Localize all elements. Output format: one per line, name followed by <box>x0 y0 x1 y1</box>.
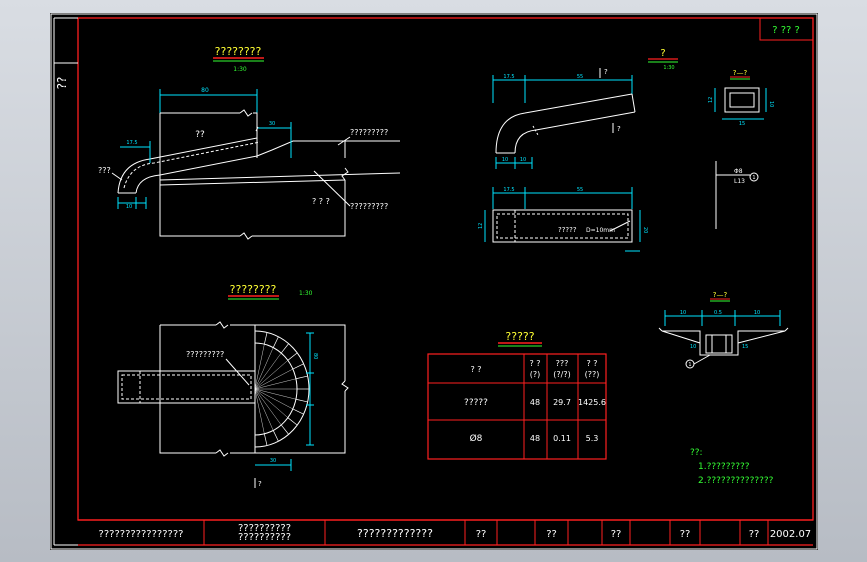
title-cell-1: ?????????? <box>238 523 291 534</box>
rebar-a: Φ8 <box>734 168 743 175</box>
circle-1b: 1 <box>688 362 691 368</box>
section-center-label: ?? <box>195 130 205 140</box>
bb-dim-05: 0.5 <box>714 310 722 316</box>
title-cell-11: ?? <box>749 529 760 540</box>
table-header-2: ??? <box>556 359 569 368</box>
aa-dim-10: 10 <box>768 101 774 107</box>
table-header-1: (?) <box>530 370 541 379</box>
plan-mark: ? <box>258 480 262 488</box>
title-cell-3: ?? <box>476 529 487 540</box>
title-cell-0: ???????????????? <box>99 529 184 540</box>
table-header-1: ? ? <box>529 359 540 368</box>
rebar-b: L13 <box>734 178 745 185</box>
circle-1: 1 <box>752 175 755 181</box>
table-cell: 29.7 <box>553 398 571 407</box>
dim-section-10: 10 <box>126 204 132 210</box>
plan-note: ????????? <box>186 350 224 359</box>
title-block: ????????????????????????????????????????… <box>78 519 813 546</box>
section-bb: ?—? 10 0.5 10 10 15 1 <box>658 291 789 369</box>
elev-title: ? <box>660 48 665 59</box>
dim-strip-55: 55 <box>577 187 583 193</box>
ground-label: ????????? <box>350 202 388 211</box>
dim-elev-175: 17.5 <box>503 74 514 80</box>
aa-dim-12: 12 <box>708 97 714 103</box>
aa-dim-15: 15 <box>739 121 745 127</box>
left-label: ??? <box>98 166 111 175</box>
bb-dim-side-b: 15 <box>742 344 748 350</box>
plan-dim-side: 80 <box>312 353 318 359</box>
plan-title: ???????? <box>230 283 277 296</box>
bb-dim-side-a: 10 <box>690 344 696 350</box>
dim-strip-175: 17.5 <box>503 187 514 193</box>
aa-title: ?—? <box>733 69 748 77</box>
table-cell: 5.3 <box>586 434 599 443</box>
dim-elev-10b: 10 <box>520 157 526 163</box>
cad-drawing: ?? ? ?? ? ??????????????????????????????… <box>50 13 818 550</box>
section-title: ???????? <box>215 45 262 58</box>
table-header-2: (?/?) <box>553 370 570 379</box>
table-header-0: ? ? <box>470 365 481 374</box>
title-cell-1: ?????????? <box>238 532 291 543</box>
table-cell: 48 <box>530 398 540 407</box>
plan-view: ???????? 1:30 ????????? 80 30 ? <box>117 283 349 488</box>
outer-frame <box>50 13 818 550</box>
dim-section-top: 80 <box>201 87 209 94</box>
note-1: 1.????????? <box>698 462 750 472</box>
dim-strip-20: 20 <box>642 227 648 233</box>
notes-heading: ??: <box>690 448 703 458</box>
section-view: ???????? 1:30 80 ?? 10 <box>98 45 401 240</box>
table-cell: 48 <box>530 434 540 443</box>
pipe-note: ????? <box>558 226 577 234</box>
title-cell-5: ?? <box>546 529 557 540</box>
section-mark-2: ? <box>617 125 621 133</box>
dim-section-30: 30 <box>269 121 275 127</box>
table-cell: 0.11 <box>553 434 571 443</box>
elev-scale: 1:30 <box>663 65 674 71</box>
plan-dim-30: 30 <box>270 458 276 464</box>
corner-label: ? ?? ? <box>772 25 800 36</box>
title-cell-2: ????????????? <box>357 527 433 540</box>
dim-strip-12: 12 <box>478 223 484 229</box>
elevation-view: ? 1:30 17.5 55 10 10 ? ? 17.5 55 ? <box>478 48 678 252</box>
section-aa: ?—? 12 15 10 <box>708 69 774 127</box>
section-scale: 1:30 <box>233 66 247 73</box>
title-cell-12: 2002.07 <box>770 529 811 540</box>
table-header-3: ? ? <box>586 359 597 368</box>
table-title: ????? <box>505 330 534 343</box>
note-2: 2.?????????????? <box>698 476 774 486</box>
material-table: ????? ? ? ? ? (?)??? (?/?) ? ? (??)????? 48 29.… <box>427 330 607 460</box>
table-cell: Ø8 <box>470 433 483 444</box>
table-cell: ????? <box>464 398 488 408</box>
corner-box <box>759 17 814 41</box>
section-mark-1: ? <box>604 68 608 76</box>
slope-pipe-label: ????????? <box>350 128 388 137</box>
notes: ??: 1.????????? 2.?????????????? <box>690 448 774 486</box>
pipe-dim: D=10mm <box>586 227 615 234</box>
table-cell: 1425.6 <box>578 398 606 407</box>
plan-scale: 1:30 <box>299 290 313 297</box>
dim-section-175: 17.5 <box>126 140 137 146</box>
title-cell-9: ?? <box>680 529 691 540</box>
dim-elev-55: 55 <box>577 74 583 80</box>
box-letters: ? ? ? <box>312 197 330 206</box>
bb-dim-10: 10 <box>680 310 686 316</box>
bb-dim-10b: 10 <box>754 310 760 316</box>
dim-elev-10: 10 <box>502 157 508 163</box>
inner-frame <box>77 17 814 521</box>
title-cell-7: ?? <box>611 529 622 540</box>
table-header-3: (??) <box>585 370 600 379</box>
rebar-leader: Φ8 L13 1 <box>715 161 759 229</box>
drawing-canvas[interactable]: ?? ? ?? ? ??????????????????????????????… <box>50 13 818 550</box>
bb-title: ?—? <box>713 291 728 299</box>
side-label: ?? <box>55 77 69 90</box>
